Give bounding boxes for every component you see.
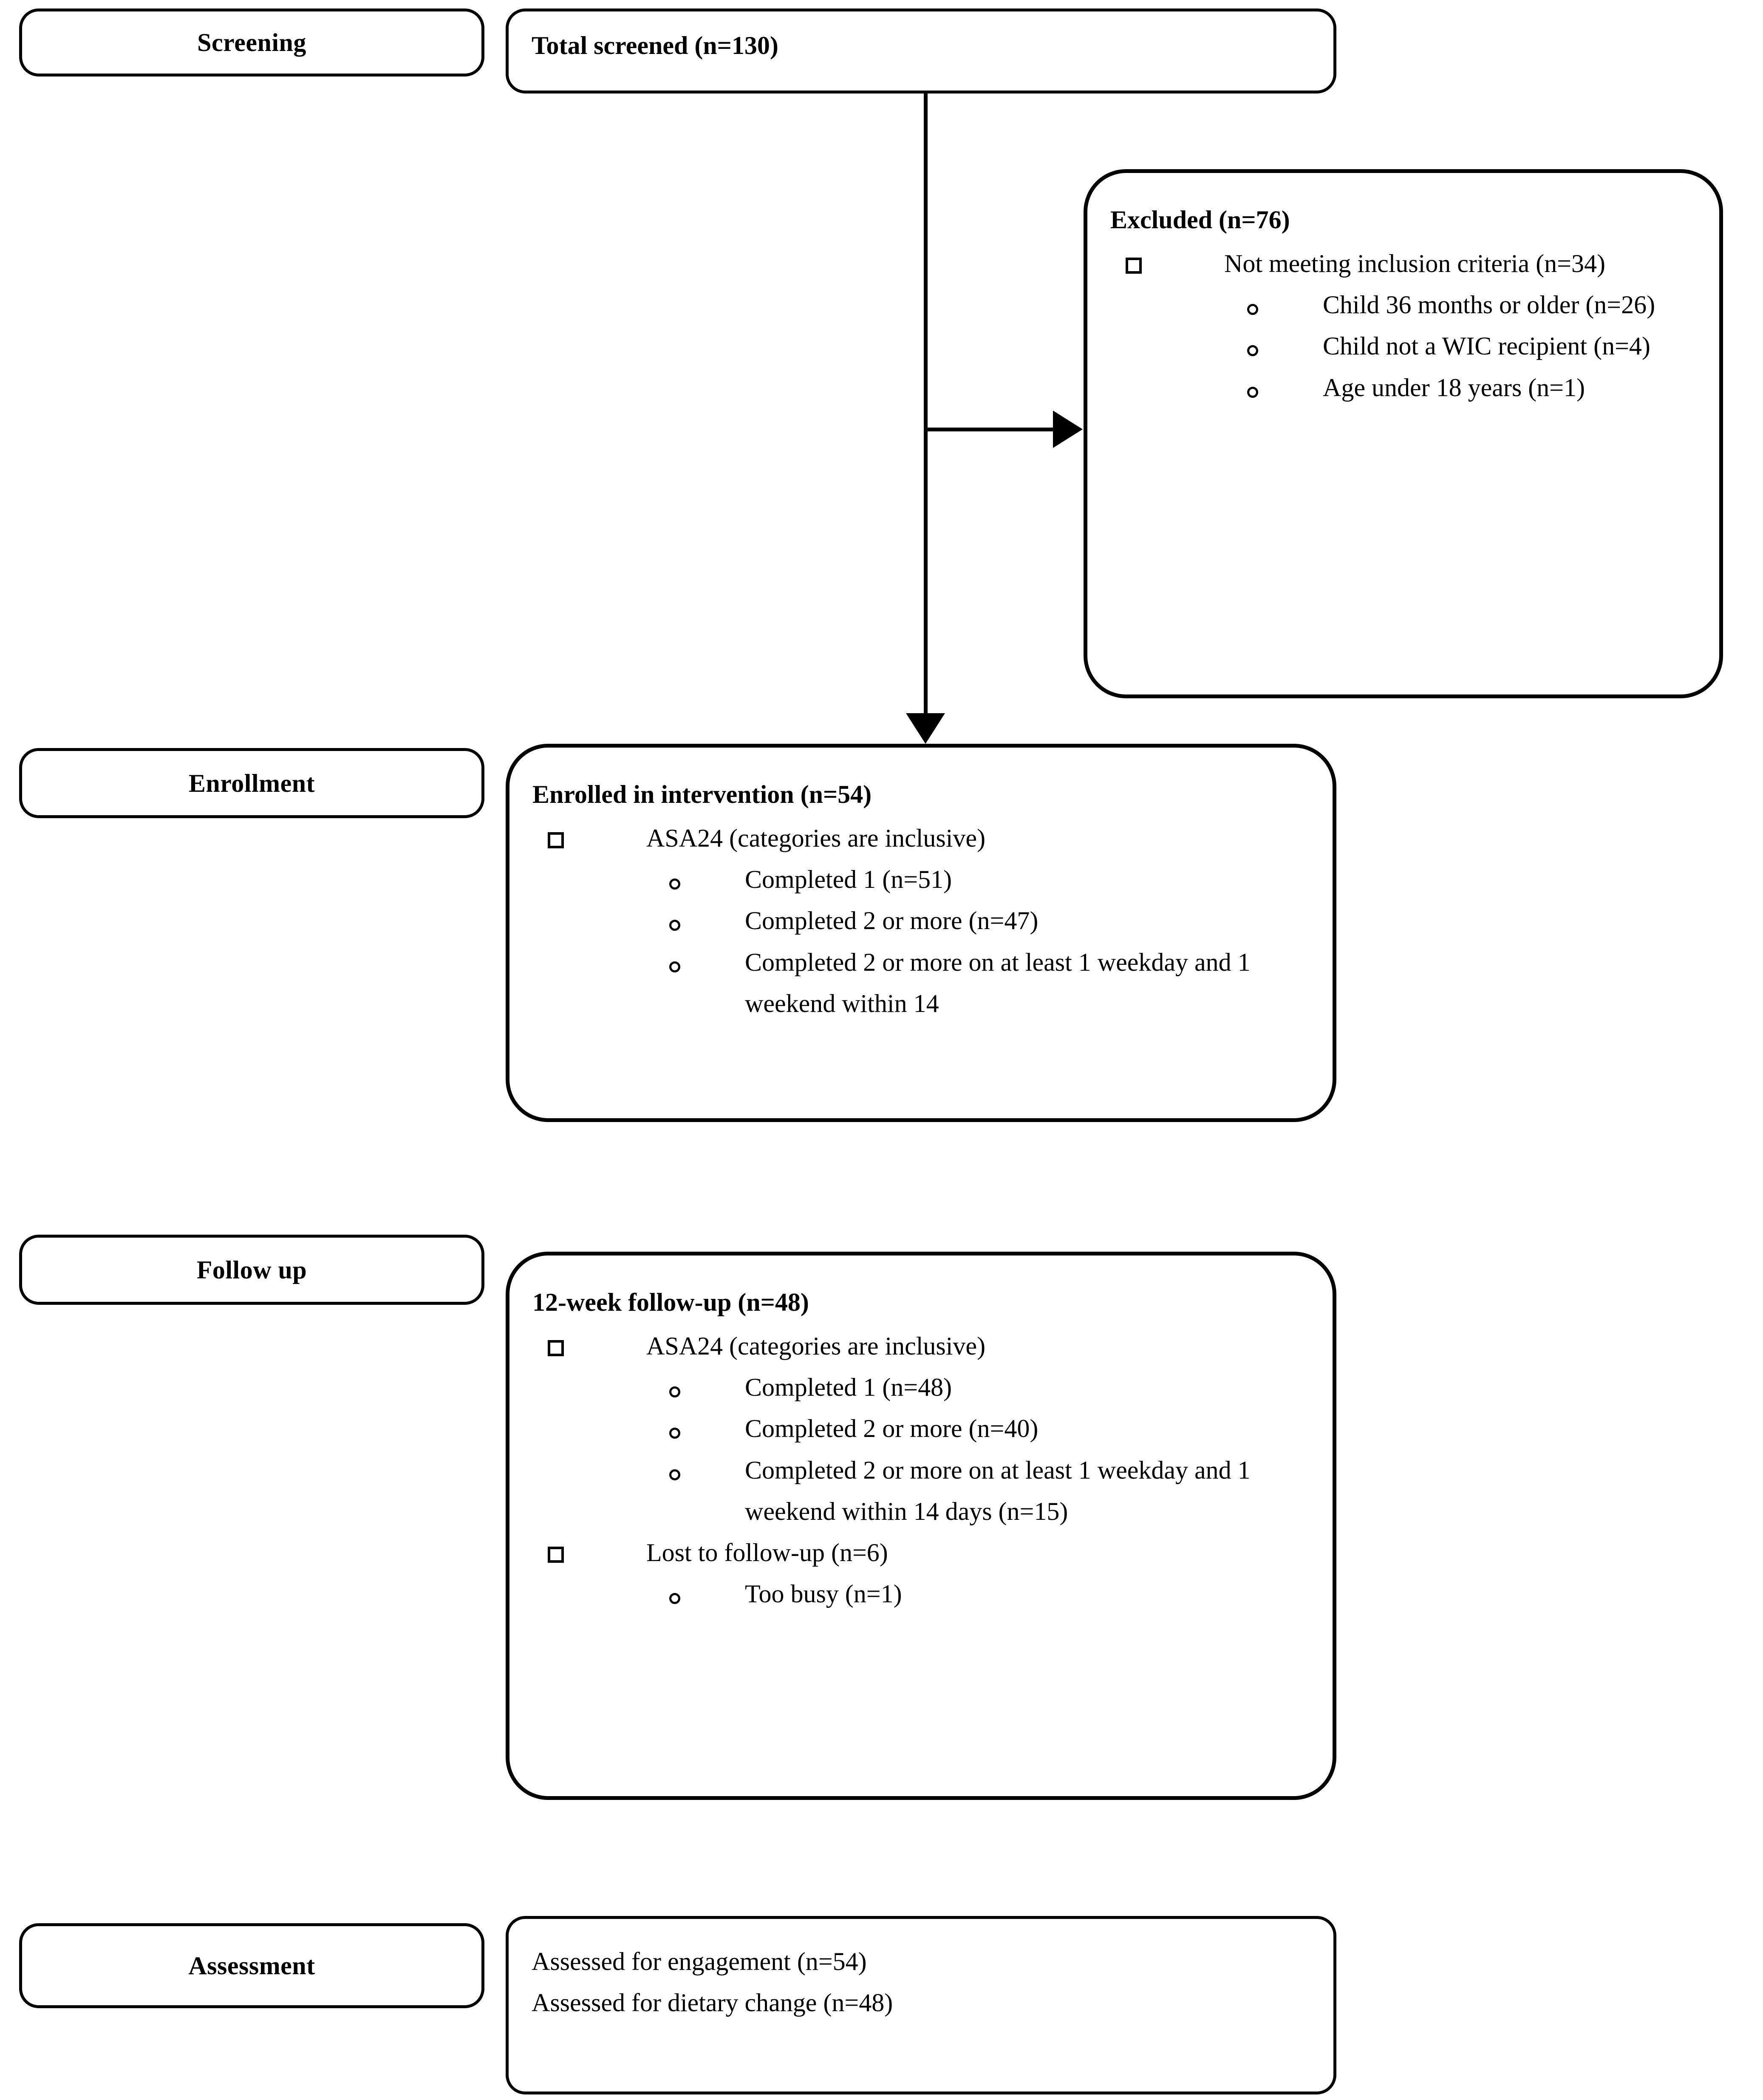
list-item-label: Lost to follow-up (n=6)	[646, 1538, 888, 1567]
node-excluded-content: Excluded (n=76) Not meeting inclusion cr…	[1110, 200, 1696, 408]
circle-bullet-icon	[669, 920, 680, 931]
stage-label-screening: Screening	[197, 28, 306, 57]
stage-box-screening: Screening	[19, 9, 484, 77]
list-item-label: Completed 2 or more on at least 1 weekda…	[745, 1456, 1251, 1525]
square-bullet-icon	[548, 1546, 564, 1563]
list-item-label: ASA24 (categories are inclusive)	[646, 824, 986, 852]
node-followup-title: 12-week follow-up (n=48)	[532, 1288, 809, 1316]
connector-branch-horizontal	[924, 428, 1056, 431]
connector-arrow-to-excluded	[1053, 411, 1083, 448]
list-item-label: Completed 2 or more on at least 1 weekda…	[745, 948, 1251, 1017]
stage-box-followup: Follow up	[19, 1235, 484, 1305]
stage-box-assessment: Assessment	[19, 1923, 484, 2008]
circle-bullet-icon	[669, 1469, 680, 1480]
square-bullet-icon	[548, 832, 564, 848]
list-item: ASA24 (categories are inclusive)	[532, 1326, 1310, 1367]
list-item-label: Completed 2 or more (n=47)	[745, 907, 1039, 935]
list-item: Completed 1 (n=48)	[532, 1367, 1310, 1408]
list-item: ASA24 (categories are inclusive)	[532, 818, 1310, 859]
list-item: Completed 2 or more on at least 1 weekda…	[532, 942, 1310, 1024]
list-item: Lost to follow-up (n=6)	[532, 1532, 1310, 1573]
list-item-label: ASA24 (categories are inclusive)	[646, 1332, 986, 1360]
node-enrolled-title: Enrolled in intervention (n=54)	[532, 780, 872, 808]
circle-bullet-icon	[1247, 386, 1258, 398]
circle-bullet-icon	[1247, 345, 1258, 357]
stage-box-enrollment: Enrollment	[19, 748, 484, 818]
node-excluded-title: Excluded (n=76)	[1110, 206, 1290, 234]
assessed-engagement-line: Assessed for engagement (n=54)	[532, 1947, 867, 1975]
node-12-week-followup: 12-week follow-up (n=48) ASA24 (categori…	[506, 1252, 1336, 1800]
circle-bullet-icon	[669, 1593, 680, 1604]
list-item: Child 36 months or older (n=26)	[1110, 284, 1696, 326]
list-item: Completed 2 or more on at least 1 weekda…	[532, 1450, 1310, 1532]
circle-bullet-icon	[1247, 304, 1258, 315]
circle-bullet-icon	[669, 879, 680, 890]
square-bullet-icon	[548, 1340, 564, 1356]
node-followup-content: 12-week follow-up (n=48) ASA24 (categori…	[532, 1283, 1310, 1615]
list-item-label: Child not a WIC recipient (n=4)	[1323, 332, 1650, 360]
stage-label-enrollment: Enrollment	[188, 769, 315, 797]
list-item-label: Age under 18 years (n=1)	[1323, 373, 1585, 402]
list-item-label: Completed 1 (n=48)	[745, 1373, 952, 1402]
node-enrolled-content: Enrolled in intervention (n=54) ASA24 (c…	[532, 775, 1310, 1024]
connector-arrow-to-enrollment	[906, 713, 945, 744]
list-item: Age under 18 years (n=1)	[1110, 367, 1696, 408]
circle-bullet-icon	[669, 961, 680, 972]
node-enrolled-in-intervention: Enrolled in intervention (n=54) ASA24 (c…	[506, 744, 1336, 1122]
list-item: Too busy (n=1)	[532, 1573, 1310, 1615]
stage-label-followup: Follow up	[196, 1255, 307, 1284]
list-item: Completed 2 or more (n=47)	[532, 900, 1310, 941]
node-total-screened: Total screened (n=130)	[506, 9, 1336, 94]
list-item: Completed 2 or more (n=40)	[532, 1408, 1310, 1449]
stage-label-assessment: Assessment	[188, 1952, 315, 1980]
node-excluded: Excluded (n=76) Not meeting inclusion cr…	[1084, 169, 1723, 698]
list-item-label: Not meeting inclusion criteria (n=34)	[1224, 249, 1605, 278]
list-item-label: Completed 1 (n=51)	[745, 865, 952, 894]
connector-trunk-vertical	[924, 94, 928, 714]
list-item: Not meeting inclusion criteria (n=34)	[1110, 243, 1696, 284]
list-item-label: Child 36 months or older (n=26)	[1323, 291, 1655, 319]
list-item-label: Too busy (n=1)	[745, 1580, 902, 1608]
list-item: Child not a WIC recipient (n=4)	[1110, 326, 1696, 367]
circle-bullet-icon	[669, 1428, 680, 1439]
node-total-screened-title: Total screened (n=130)	[532, 31, 778, 60]
square-bullet-icon	[1126, 258, 1142, 274]
circle-bullet-icon	[669, 1386, 680, 1398]
node-assessed-content: Assessed for engagement (n=54) Assessed …	[532, 1941, 1310, 2023]
node-assessed: Assessed for engagement (n=54) Assessed …	[506, 1916, 1336, 2094]
list-item: Completed 1 (n=51)	[532, 859, 1310, 900]
assessed-dietary-change-line: Assessed for dietary change (n=48)	[532, 1989, 893, 2017]
list-item-label: Completed 2 or more (n=40)	[745, 1414, 1039, 1443]
